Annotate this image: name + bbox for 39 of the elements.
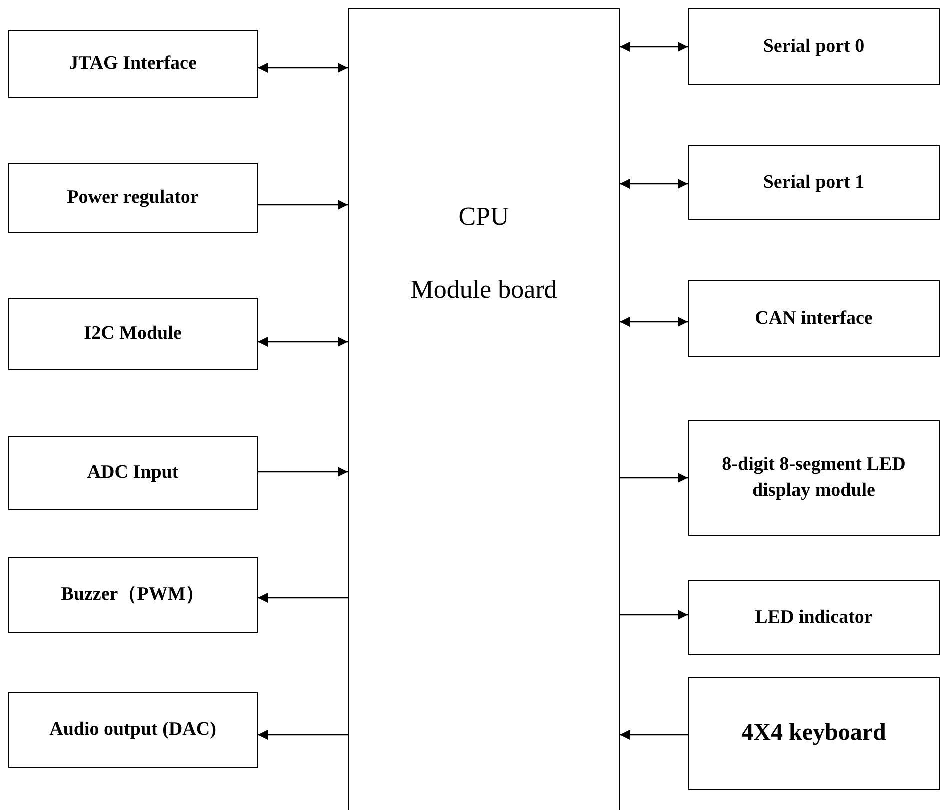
block-label: 8-digit 8-segment LED display module bbox=[721, 453, 907, 503]
arrow bbox=[258, 593, 348, 603]
arrow bbox=[258, 63, 348, 73]
block-label: Serial port 0 bbox=[762, 34, 866, 59]
arrow bbox=[620, 42, 688, 52]
arrow bbox=[258, 200, 348, 210]
module-box bbox=[8, 436, 258, 510]
block-label: 4X4 keyboard bbox=[740, 719, 888, 748]
module-box bbox=[8, 298, 258, 370]
module-box bbox=[8, 163, 258, 233]
module-box bbox=[8, 30, 258, 98]
block-label: I2C Module bbox=[83, 322, 183, 346]
arrow bbox=[258, 337, 348, 347]
arrow bbox=[620, 473, 688, 483]
block-label: ADC Input bbox=[86, 461, 180, 486]
arrow bbox=[620, 610, 688, 620]
block-label: CAN interface bbox=[754, 306, 874, 331]
module-box bbox=[688, 677, 940, 790]
arrow bbox=[258, 467, 348, 477]
block-label: Serial port 1 bbox=[762, 170, 866, 195]
module-box bbox=[8, 692, 258, 768]
module-box bbox=[688, 145, 940, 220]
block-label: Buzzer（PWM） bbox=[60, 583, 206, 608]
arrow bbox=[258, 730, 348, 740]
block-label: CPU bbox=[458, 201, 510, 233]
block-label: Power regulator bbox=[66, 186, 200, 210]
block-label: Module board bbox=[410, 274, 558, 306]
module-box bbox=[688, 420, 940, 536]
module-box bbox=[688, 280, 940, 357]
arrow bbox=[620, 730, 688, 740]
cpu-block bbox=[348, 8, 620, 810]
module-box bbox=[688, 580, 940, 655]
arrow bbox=[620, 179, 688, 189]
module-box bbox=[688, 8, 940, 85]
block-label: Audio output (DAC) bbox=[48, 718, 218, 742]
block-label: LED indicator bbox=[754, 606, 874, 630]
block-label: JTAG Interface bbox=[68, 52, 198, 76]
module-box bbox=[8, 557, 258, 633]
arrow bbox=[620, 317, 688, 327]
